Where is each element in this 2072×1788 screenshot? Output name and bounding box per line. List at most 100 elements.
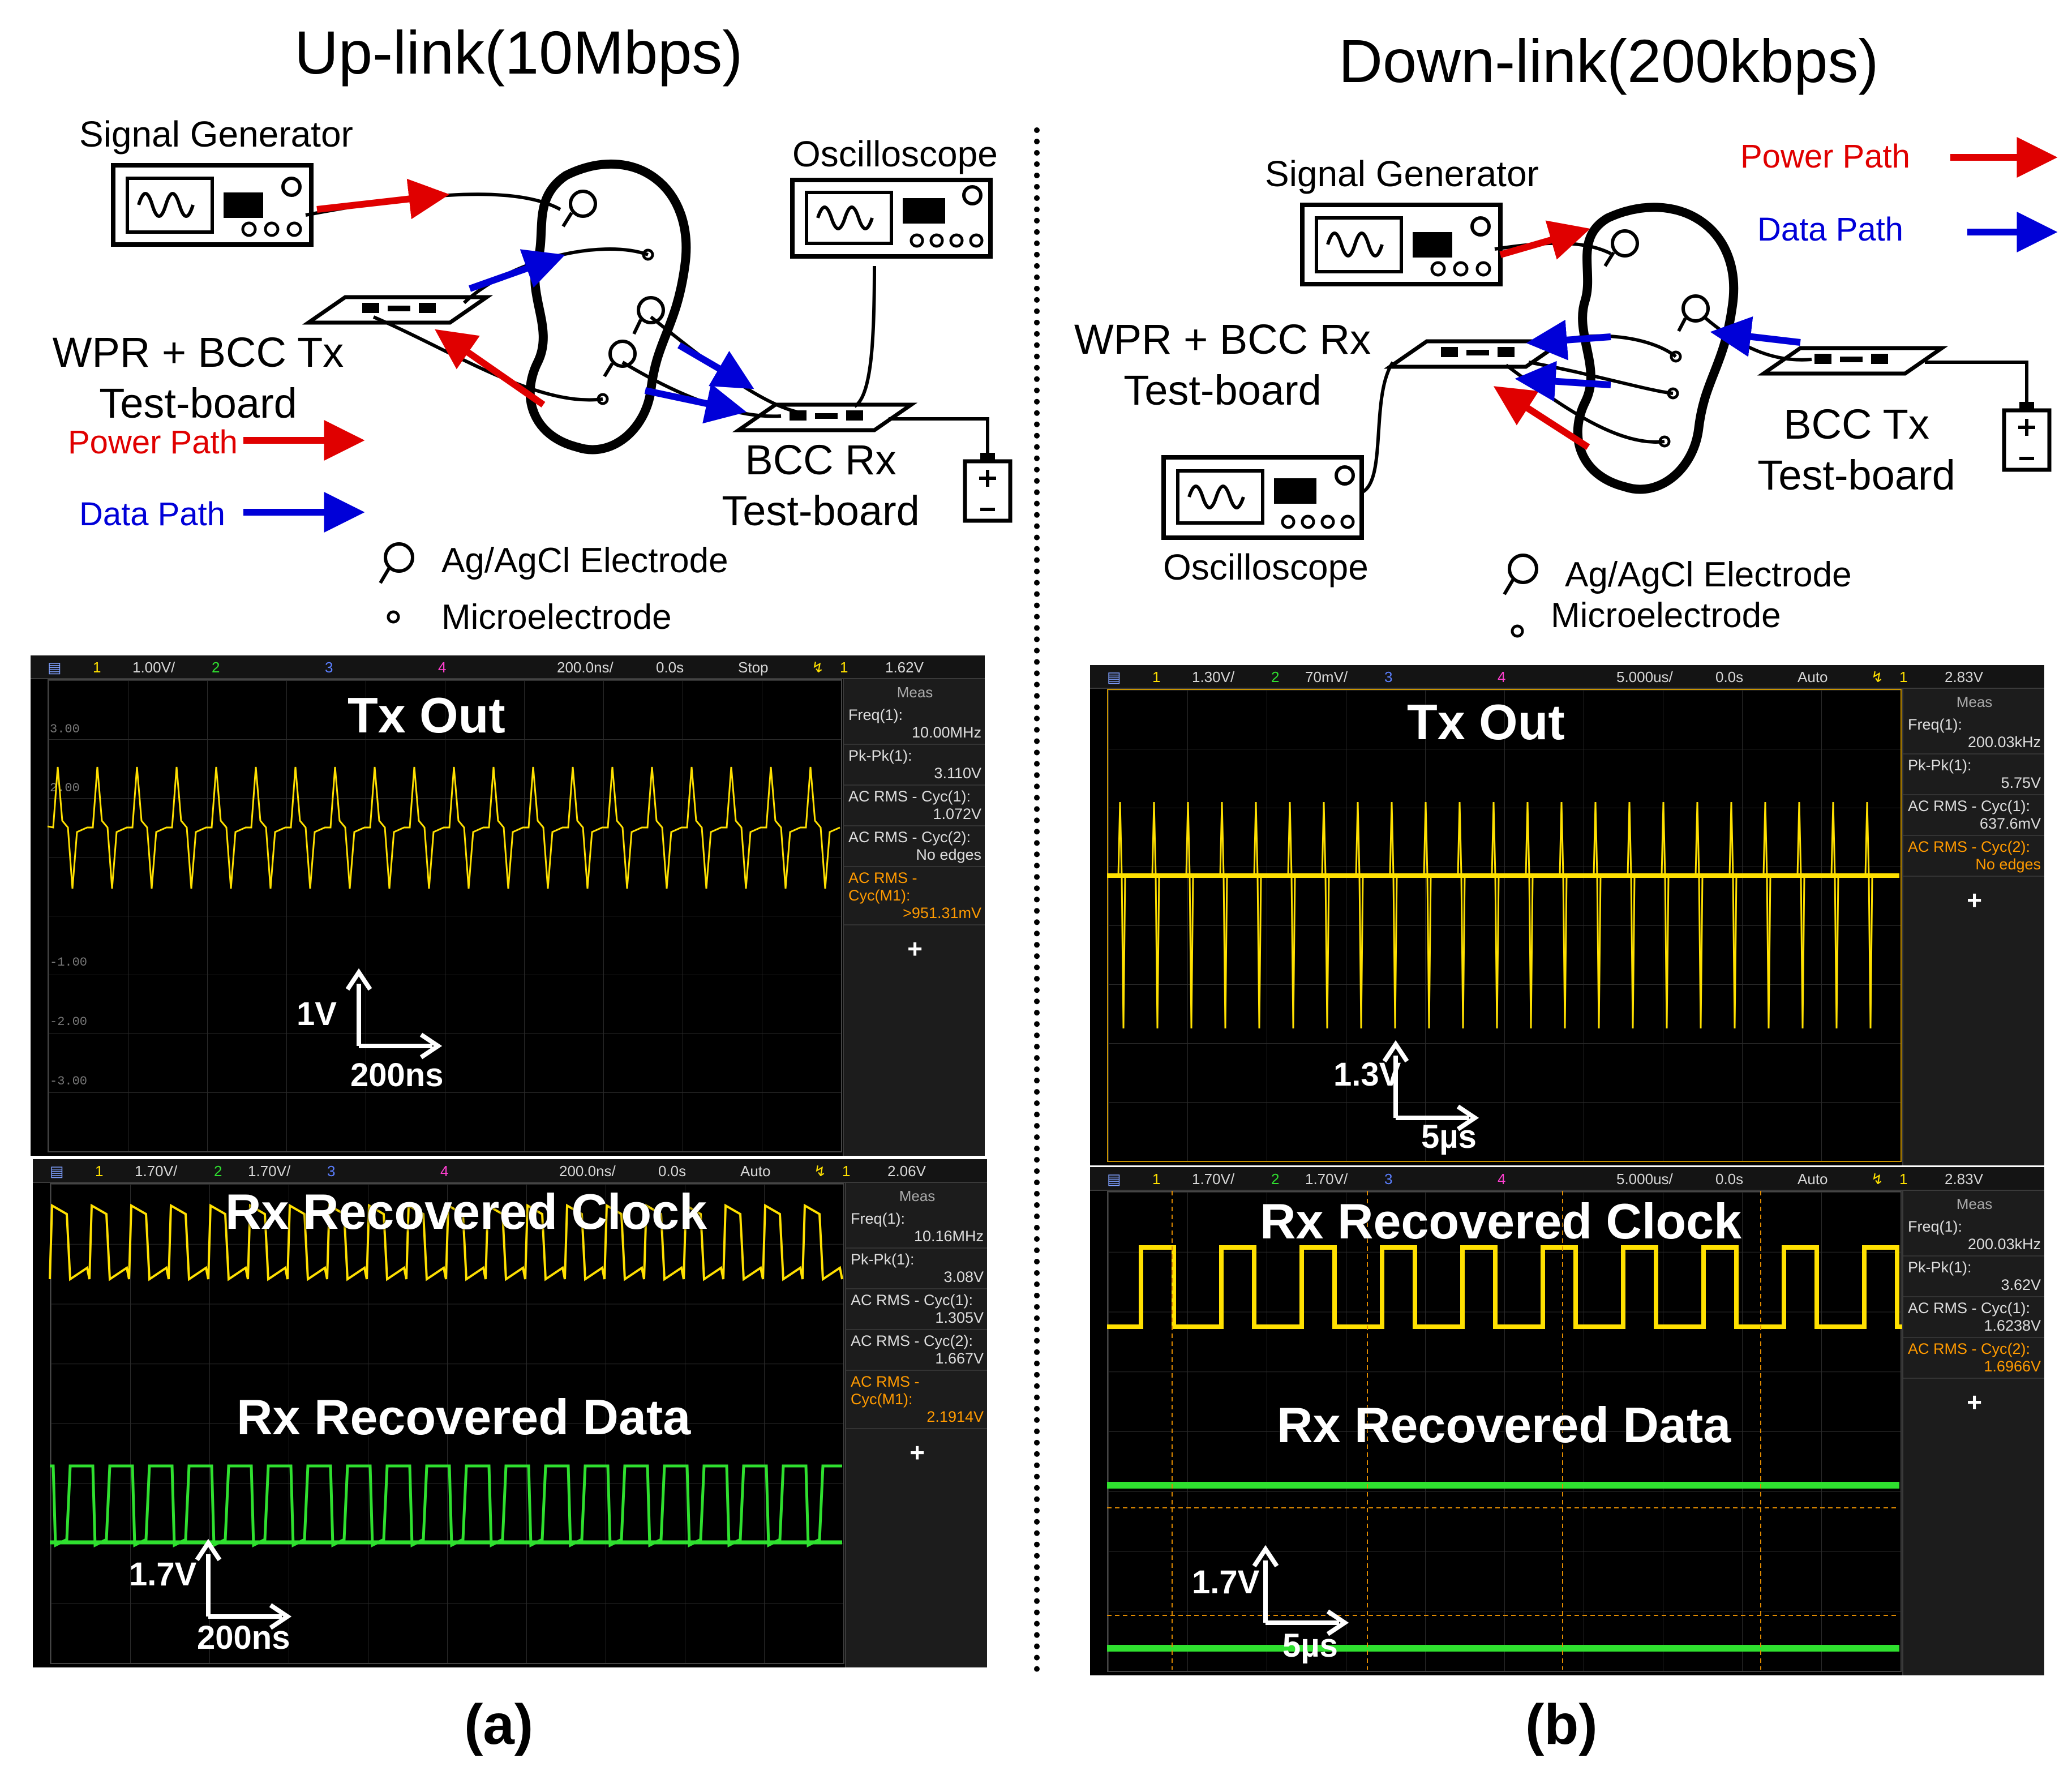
ch2-indicator[interactable]: 2	[212, 659, 220, 676]
meas-value: 637.6mV	[1979, 815, 2041, 832]
scale-arrow-icon	[1382, 1040, 1479, 1131]
meas-item[interactable]: AC RMS - Cyc(2):1.667V	[846, 1332, 987, 1367]
trigger-level: 1.62V	[885, 659, 924, 676]
ch3-indicator[interactable]: 3	[327, 1163, 336, 1180]
ch1-indicator[interactable]: 1	[95, 1163, 104, 1180]
meas-item[interactable]: Freq(1):10.00MHz	[844, 706, 985, 741]
ch1-trace	[47, 766, 840, 889]
left-battery-icon	[963, 453, 1013, 523]
meas-item[interactable]: Freq(1):200.03kHz	[1903, 716, 2044, 751]
ch4-indicator[interactable]: 4	[440, 1163, 449, 1180]
meas-label: AC RMS - Cyc(M1):	[848, 869, 917, 904]
meas-item[interactable]: AC RMS - Cyc(1):1.6238V	[1903, 1300, 2044, 1335]
waveform-grid	[1107, 689, 1902, 1162]
left-setup-diagram	[111, 159, 1013, 624]
scale-arrow-icon	[1252, 1545, 1349, 1636]
left-rx-board-label-2: Test-board	[722, 487, 920, 534]
trigger-icon: ↯	[814, 1163, 826, 1180]
timebase: 200.0ns/	[557, 659, 614, 676]
add-measurement-button[interactable]: +	[910, 1438, 925, 1467]
rx-waveforms	[49, 1203, 843, 1547]
meas-label: Freq(1):	[1908, 716, 1963, 733]
ch2-scale: 1.70V/	[1305, 1170, 1348, 1187]
meas-label: Pk-Pk(1):	[851, 1251, 915, 1268]
y-tick: 2.00	[50, 781, 80, 795]
menu-icon[interactable]: ▤	[1107, 1170, 1121, 1187]
meas-item[interactable]: AC RMS - Cyc(1):637.6mV	[1903, 797, 2044, 833]
scope-toolbar: ▤ 1 1.00V/ 2 3 4 200.0ns/ 0.0s Stop ↯ 1 …	[31, 655, 985, 679]
ch1-indicator[interactable]: 1	[93, 659, 101, 676]
meas-item[interactable]: Pk-Pk(1):3.110V	[844, 747, 985, 782]
ch3-indicator[interactable]: 3	[1384, 668, 1393, 685]
left-oscilloscope-label: Oscilloscope	[792, 134, 998, 174]
right-signal-generator-icon	[1300, 203, 1503, 286]
meas-value: 1.305V	[935, 1309, 984, 1326]
ch1-scale: 1.30V/	[1192, 668, 1235, 685]
left-tx-board-icon	[302, 295, 494, 325]
waveform-grid	[1107, 1191, 1902, 1672]
scale-arrow-icon	[195, 1538, 292, 1630]
meas-title: Meas	[1956, 693, 1993, 710]
measurements-panel: Meas Freq(1):200.03kHz Pk-Pk(1):3.62V AC…	[1902, 1191, 2044, 1675]
trigger-channel: 1	[842, 1163, 851, 1180]
meas-label: Pk-Pk(1):	[848, 747, 912, 764]
meas-item[interactable]: AC RMS - Cyc(1):1.072V	[844, 788, 985, 823]
overlay-title-clock: Rx Recovered Clock	[225, 1184, 707, 1240]
ch1-indicator[interactable]: 1	[1152, 1170, 1161, 1187]
trigger-icon: ↯	[812, 659, 824, 676]
ch4-indicator[interactable]: 4	[1498, 1170, 1506, 1187]
ch2-indicator[interactable]: 2	[214, 1163, 222, 1180]
meas-value: 5.75V	[2001, 774, 2041, 791]
ch3-indicator[interactable]: 3	[325, 659, 333, 676]
meas-item[interactable]: Pk-Pk(1):3.62V	[1903, 1259, 2044, 1294]
meas-item[interactable]: AC RMS - Cyc(M1):>951.31mV	[844, 869, 985, 922]
trigger-level: 2.83V	[1945, 668, 1983, 685]
ch4-indicator[interactable]: 4	[438, 659, 447, 676]
trigger-channel: 1	[1899, 668, 1908, 685]
trigger-level: 2.83V	[1945, 1170, 1983, 1187]
ch1-spikes	[1117, 801, 1873, 1029]
meas-item[interactable]: AC RMS - Cyc(2):No edges	[844, 829, 985, 864]
ch2-indicator[interactable]: 2	[1271, 668, 1280, 685]
meas-item[interactable]: Pk-Pk(1):3.08V	[846, 1251, 987, 1286]
timebase: 200.0ns/	[559, 1163, 616, 1180]
meas-value: >951.31mV	[903, 904, 981, 921]
meas-item[interactable]: AC RMS - Cyc(2):No edges	[1903, 838, 2044, 873]
delay: 0.0s	[658, 1163, 687, 1180]
run-mode[interactable]: Auto	[740, 1163, 771, 1180]
menu-icon[interactable]: ▤	[1107, 668, 1121, 685]
scale-time: 200ns	[197, 1619, 290, 1656]
meas-item[interactable]: Freq(1):200.03kHz	[1903, 1218, 2044, 1253]
ch3-indicator[interactable]: 3	[1384, 1170, 1393, 1187]
meas-item[interactable]: AC RMS - Cyc(M1):2.1914V	[846, 1373, 987, 1426]
meas-item[interactable]: Pk-Pk(1):5.75V	[1903, 757, 2044, 792]
add-measurement-button[interactable]: +	[1967, 885, 1982, 915]
ch2-scale: 70mV/	[1305, 668, 1348, 685]
meas-label: AC RMS - Cyc(1):	[1908, 1300, 2030, 1317]
run-mode[interactable]: Stop	[738, 659, 769, 676]
meas-title: Meas	[899, 1187, 936, 1204]
menu-icon[interactable]: ▤	[48, 659, 62, 676]
meas-value: 200.03kHz	[1967, 734, 2041, 751]
meas-item[interactable]: AC RMS - Cyc(1):1.305V	[846, 1292, 987, 1327]
menu-icon[interactable]: ▤	[50, 1163, 64, 1180]
meas-value: 1.6238V	[1984, 1317, 2041, 1334]
ch4-indicator[interactable]: 4	[1498, 668, 1506, 685]
run-mode[interactable]: Auto	[1798, 1170, 1828, 1187]
trigger-icon: ↯	[1871, 1170, 1884, 1187]
right-electrode-label: Ag/AgCl Electrode	[1565, 555, 1852, 594]
ch2-indicator[interactable]: 2	[1271, 1170, 1280, 1187]
waveform-grid	[48, 679, 842, 1152]
meas-item[interactable]: AC RMS - Cyc(2):1.6966V	[1903, 1340, 2044, 1375]
ch1-indicator[interactable]: 1	[1152, 668, 1161, 685]
meas-value: No edges	[916, 846, 981, 863]
meas-value: 1.667V	[935, 1350, 984, 1367]
right-agcl-electrode-icon-1	[1603, 229, 1639, 267]
add-measurement-button[interactable]: +	[1967, 1387, 1982, 1417]
run-mode[interactable]: Auto	[1798, 668, 1828, 685]
scale-arrow-icon	[345, 968, 443, 1060]
meas-label: AC RMS - Cyc(1):	[848, 788, 971, 805]
meas-label: Pk-Pk(1):	[1908, 1259, 1972, 1276]
meas-item[interactable]: Freq(1):10.16MHz	[846, 1210, 987, 1245]
add-measurement-button[interactable]: +	[907, 934, 923, 963]
